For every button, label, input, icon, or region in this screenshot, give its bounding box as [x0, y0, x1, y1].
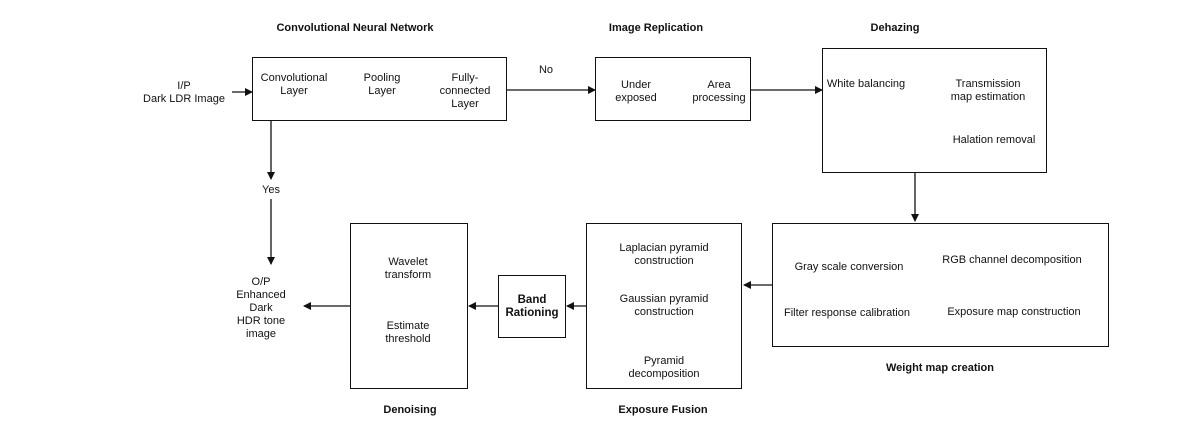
section-title-cnn: Convolutional Neural Network: [276, 22, 434, 34]
replication-step-under-exposed: Under exposed: [615, 79, 657, 104]
weight-step-gray-scale: Gray scale conversion: [794, 261, 904, 273]
fusion-step-pyramid-decomposition: Pyramid decomposition: [628, 355, 700, 380]
fusion-step-laplacian: Laplacian pyramid construction: [619, 242, 709, 267]
exposure-fusion-box: [586, 223, 742, 389]
input-label: I/P Dark LDR Image: [143, 80, 225, 105]
cnn-step-convolutional-layer: Convolutional Layer: [260, 72, 328, 97]
replication-box: [595, 57, 751, 121]
band-rationing-label: Band Rationing: [505, 294, 559, 319]
dehazing-step-halation-removal: Halation removal: [952, 134, 1036, 146]
section-title-replication: Image Replication: [608, 22, 704, 34]
dehazing-step-transmission-map: Transmission map estimation: [950, 78, 1026, 103]
section-title-exposure-fusion: Exposure Fusion: [618, 404, 708, 416]
denoising-box: [350, 223, 468, 389]
dehazing-box: [822, 48, 1047, 173]
weight-step-filter-response: Filter response calibration: [784, 307, 910, 319]
decision-no-label: No: [538, 64, 554, 76]
replication-step-area-processing: Area processing: [692, 79, 746, 104]
section-title-dehazing: Dehazing: [870, 22, 920, 34]
denoising-step-wavelet: Wavelet transform: [384, 256, 432, 281]
weight-map-box: [772, 223, 1109, 347]
output-label: O/P Enhanced Dark HDR tone image: [236, 276, 286, 340]
band-rationing-box: [498, 275, 566, 338]
section-title-weight-map: Weight map creation: [886, 362, 994, 374]
weight-step-exposure-map: Exposure map construction: [947, 306, 1081, 318]
weight-step-rgb-decomposition: RGB channel decomposition: [942, 254, 1082, 266]
denoising-step-threshold: Estimate threshold: [385, 320, 431, 345]
cnn-box: [252, 57, 507, 121]
decision-yes-label: Yes: [262, 184, 280, 196]
cnn-step-fully-connected-layer: Fully- connected Layer: [439, 72, 491, 110]
cnn-step-pooling-layer: Pooling Layer: [363, 72, 401, 97]
fusion-step-gaussian: Gaussian pyramid construction: [619, 293, 709, 318]
dehazing-step-white-balancing: White balancing: [826, 78, 906, 90]
section-title-denoising: Denoising: [383, 404, 437, 416]
